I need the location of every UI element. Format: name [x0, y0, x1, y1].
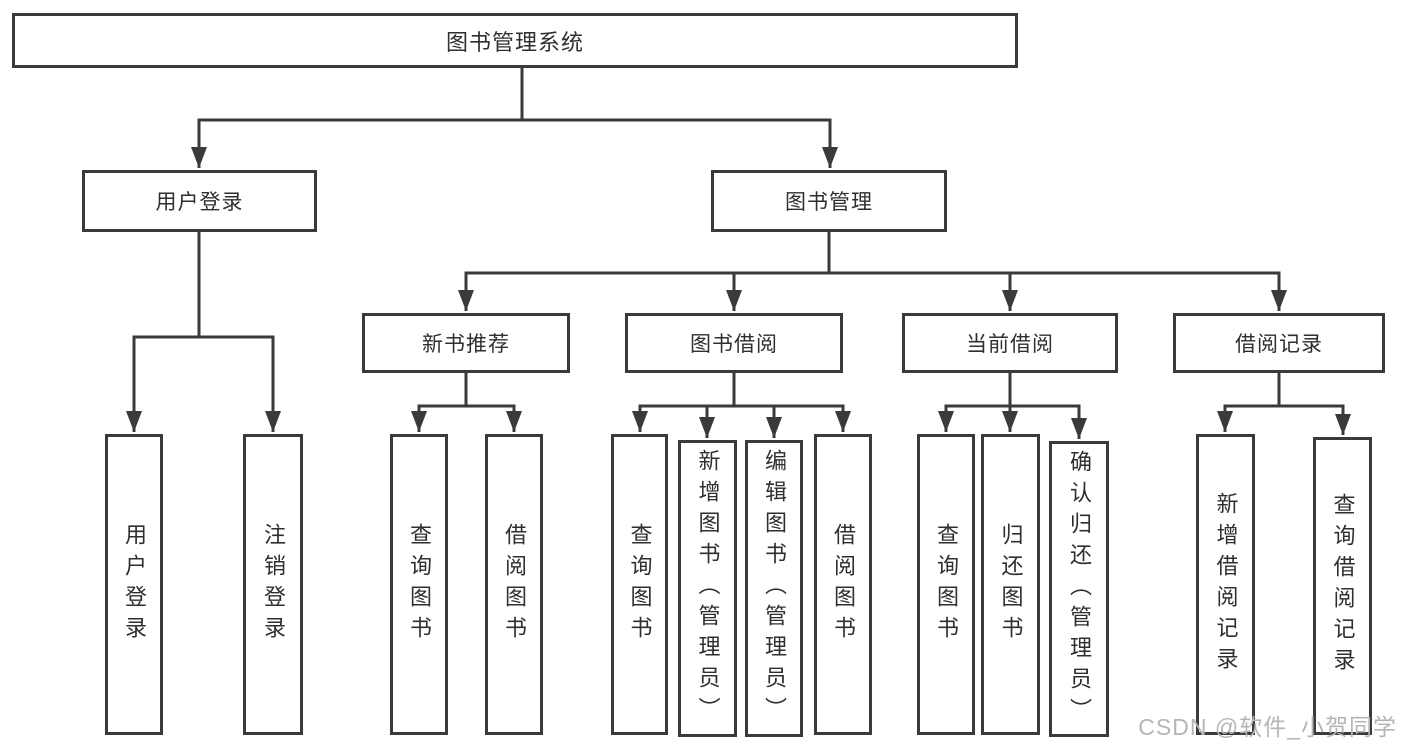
leaf-return-book-label: 归还图书 — [998, 522, 1024, 647]
leaf-borrow-books-b: 借阅图书 — [814, 434, 872, 735]
node-root-system: 图书管理系统 — [12, 13, 1018, 68]
leaf-query-borrow-record-label: 查询借阅记录 — [1330, 493, 1356, 679]
leaf-query-borrow-record: 查询借阅记录 — [1313, 437, 1372, 735]
leaf-logout-label: 注销登录 — [261, 522, 286, 647]
node-book-borrow: 图书借阅 — [625, 313, 843, 373]
leaf-borrow-books-recommend: 借阅图书 — [485, 434, 543, 735]
leaf-user-login: 用户登录 — [105, 434, 163, 735]
node-book-management: 图书管理 — [711, 170, 947, 232]
node-current-borrow: 当前借阅 — [902, 313, 1118, 373]
leaf-add-borrow-record-label: 新增借阅记录 — [1213, 491, 1239, 678]
leaf-add-book-admin-label: 新增图书（管理员） — [695, 449, 721, 728]
leaf-borrow-books-recommend-label: 借阅图书 — [502, 522, 527, 647]
leaf-borrow-books-b-label: 借阅图书 — [831, 522, 856, 647]
node-new-book-recommend: 新书推荐 — [362, 313, 570, 373]
leaf-user-login-label: 用户登录 — [122, 522, 147, 647]
leaf-return-book: 归还图书 — [981, 434, 1040, 735]
leaf-query-books-recommend: 查询图书 — [390, 434, 448, 735]
leaf-add-book-admin: 新增图书（管理员） — [678, 440, 737, 737]
leaf-query-books-current-label: 查询图书 — [934, 522, 959, 647]
node-user-login: 用户登录 — [82, 170, 317, 232]
leaf-logout: 注销登录 — [243, 434, 303, 735]
leaf-query-books-current: 查询图书 — [917, 434, 975, 735]
leaf-edit-book-admin: 编辑图书（管理员） — [745, 440, 803, 737]
leaf-edit-book-admin-label: 编辑图书（管理员） — [762, 449, 787, 728]
leaf-add-borrow-record: 新增借阅记录 — [1196, 434, 1255, 735]
leaf-query-books-recommend-label: 查询图书 — [407, 522, 432, 647]
csdn-watermark: CSDN @软件_小贺同学 — [1138, 714, 1397, 740]
leaf-query-books-borrow-label: 查询图书 — [627, 522, 653, 647]
leaf-query-books-borrow: 查询图书 — [611, 434, 668, 735]
leaf-confirm-return-admin: 确认归还（管理员） — [1049, 441, 1109, 737]
node-borrow-records: 借阅记录 — [1173, 313, 1385, 373]
leaf-confirm-return-admin-label: 确认归还（管理员） — [1067, 449, 1092, 729]
